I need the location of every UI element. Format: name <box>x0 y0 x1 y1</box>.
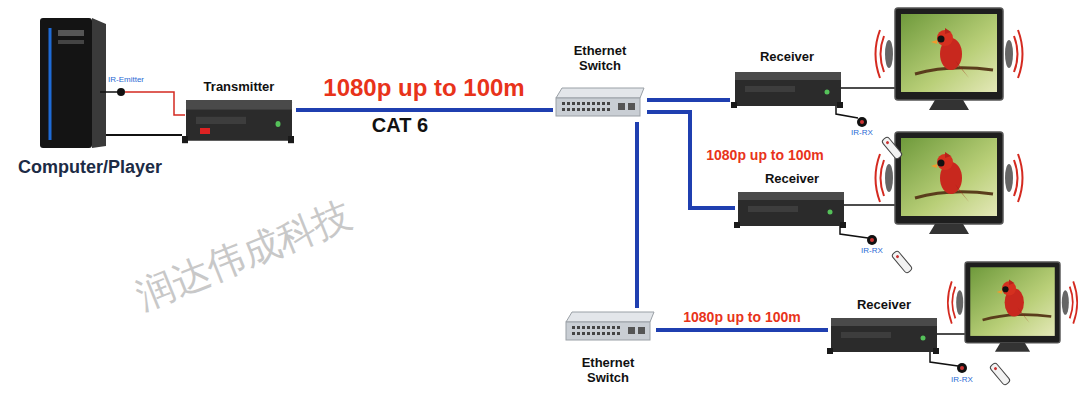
remote-control <box>891 250 913 274</box>
receiver-device <box>731 72 843 108</box>
node-label: Computer/Player <box>18 157 162 178</box>
node-label: Receiver <box>857 298 911 313</box>
watermark: 润达伟成科技 <box>130 194 357 318</box>
node-label: Receiver <box>765 172 819 187</box>
cable-length-label: 1080p up to 100m <box>704 147 826 163</box>
network-cable <box>656 328 828 332</box>
receiver-node: Receiver <box>730 50 844 112</box>
tv-screen <box>948 262 1077 352</box>
receiver-device <box>827 318 939 354</box>
network-cable <box>635 122 639 308</box>
network-cable <box>647 98 730 102</box>
ethernet-switch-node: Ethernet Switch <box>560 308 656 386</box>
network-cable <box>296 108 553 112</box>
cable-length-label: 1080p up to 100m <box>321 74 526 102</box>
switch-device <box>566 312 654 340</box>
transmitter-node: Transmitter <box>182 80 296 146</box>
receiver-node: Receiver <box>735 172 849 230</box>
tv-screen <box>876 132 1023 234</box>
ir-sensor <box>957 363 967 373</box>
ir-rx-label: IR-RX <box>951 376 973 385</box>
network-cable <box>175 134 182 136</box>
ir-emitter-wire <box>100 88 185 115</box>
ir-sensor <box>857 117 867 127</box>
remote-control <box>989 362 1011 386</box>
ir-sensor <box>867 235 877 245</box>
receiver-device <box>734 192 846 228</box>
tv-screen <box>876 8 1023 110</box>
switch-device <box>556 88 644 116</box>
ir-emitter-label: IR-Emitter <box>108 76 144 85</box>
node-label: Transmitter <box>204 80 275 95</box>
computer-player-node: Computer/Player <box>5 10 175 178</box>
node-label: Ethernet Switch <box>576 356 640 386</box>
cable-length-label: 1080p up to 100m <box>681 309 803 325</box>
ir-rx-label: IR-RX <box>861 247 883 256</box>
receiver-node: Receiver <box>828 298 940 360</box>
cable-type-label: CAT 6 <box>372 114 428 136</box>
ethernet-switch-node: Ethernet Switch <box>553 44 647 122</box>
node-label: Receiver <box>760 50 814 65</box>
computer-tower <box>40 18 175 148</box>
remote-control <box>881 136 903 160</box>
ir-rx-label: IR-RX <box>851 129 873 138</box>
transmitter-device <box>182 100 294 143</box>
node-label: Ethernet Switch <box>568 44 632 74</box>
